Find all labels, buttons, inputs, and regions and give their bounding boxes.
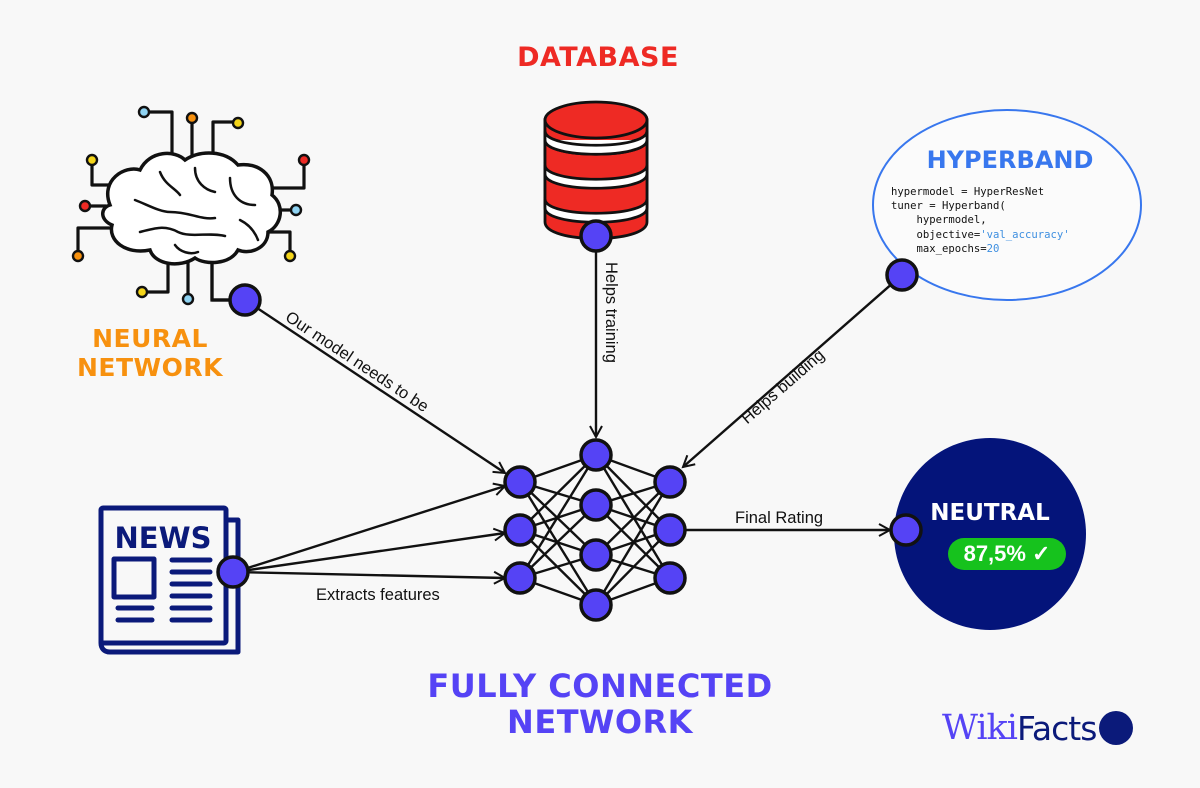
database-output-node[interactable] xyxy=(579,219,613,253)
edge-label-news: Extracts features xyxy=(316,586,440,604)
news-icon xyxy=(98,505,241,655)
code-line-4-prefix: objective= xyxy=(891,228,981,241)
network-edge-input-hidden xyxy=(519,454,597,531)
code-line-5-value: 20 xyxy=(986,242,1000,255)
code-line-4-value: 'val_accuracy' xyxy=(980,228,1070,241)
network-node-output-3 xyxy=(653,561,687,595)
neural-network-title: NEURAL NETWORK xyxy=(50,324,250,382)
fully-connected-title: FULLY CONNECTED NETWORK xyxy=(380,668,820,740)
fully-connected-title-line2: NETWORK xyxy=(507,703,693,741)
network-node-hidden-3 xyxy=(579,538,613,572)
result-input-node[interactable] xyxy=(889,513,923,547)
neural-output-node[interactable] xyxy=(228,283,262,317)
code-line-1: hypermodel = HyperResNet xyxy=(891,186,1045,198)
network-edge-input-hidden xyxy=(518,454,598,579)
edge-news-to-network-2 xyxy=(234,533,505,574)
network-nodes xyxy=(503,438,687,622)
logo-wiki: Wiki xyxy=(942,708,1018,748)
network-edge-hidden-output xyxy=(594,481,672,606)
check-icon: ✓ xyxy=(1031,541,1051,566)
hyperband-title: HYPERBAND xyxy=(926,146,1094,174)
edge-neural-to-network xyxy=(244,299,505,473)
edge-news-to-network-3 xyxy=(234,570,505,578)
hyperband-bubble xyxy=(872,109,1142,301)
connector-nodes xyxy=(216,219,923,589)
neural-network-title-line2: NETWORK xyxy=(76,353,223,382)
result-label: NEUTRAL xyxy=(930,500,1050,526)
network-node-input-1 xyxy=(503,465,537,499)
code-line-2: tuner = Hyperband( xyxy=(891,200,1006,213)
edge-label-database: Helps training xyxy=(602,262,620,363)
network-node-output-1 xyxy=(653,465,687,499)
database-title: DATABASE xyxy=(517,42,679,73)
edge-hyperband-to-network xyxy=(683,274,903,467)
network-node-hidden-4 xyxy=(579,588,613,622)
code-line-3: hypermodel, xyxy=(891,214,987,227)
brain-circuit-dots xyxy=(71,105,311,306)
network-node-output-2 xyxy=(653,513,687,547)
logo-dot-icon xyxy=(1099,711,1134,745)
network-connections xyxy=(518,453,672,607)
network-edge-hidden-output xyxy=(595,481,671,556)
score-value: 87,5% xyxy=(963,541,1026,566)
network-node-hidden-1 xyxy=(579,438,613,472)
network-node-input-3 xyxy=(503,561,537,595)
wikifacts-logo: Wiki Facts xyxy=(942,708,1134,748)
news-output-node[interactable] xyxy=(216,555,250,589)
neural-network-title-line1: NEURAL xyxy=(92,324,208,353)
hyperband-code: hypermodel = HyperResNet tuner = Hyperba… xyxy=(891,185,1070,256)
news-icon-label: NEWS xyxy=(115,521,212,555)
logo-facts: Facts xyxy=(1016,708,1097,748)
edge-label-result: Final Rating xyxy=(735,509,824,527)
fully-connected-title-line1: FULLY CONNECTED xyxy=(427,667,773,705)
brain-output-line xyxy=(210,262,232,302)
database-body xyxy=(543,100,649,240)
code-line-5-prefix: max_epochs= xyxy=(891,242,987,255)
network-node-hidden-2 xyxy=(579,488,613,522)
result-circle xyxy=(894,438,1086,630)
network-edge-hidden-output xyxy=(595,529,671,606)
hyperband-output-node[interactable] xyxy=(885,258,919,292)
network-edge-input-hidden xyxy=(519,504,597,579)
brain-shape xyxy=(101,151,282,266)
edge-news-to-network-1 xyxy=(234,486,505,574)
network-node-input-2 xyxy=(503,513,537,547)
edges xyxy=(234,236,903,578)
score-badge: 87,5% ✓ xyxy=(948,538,1066,570)
